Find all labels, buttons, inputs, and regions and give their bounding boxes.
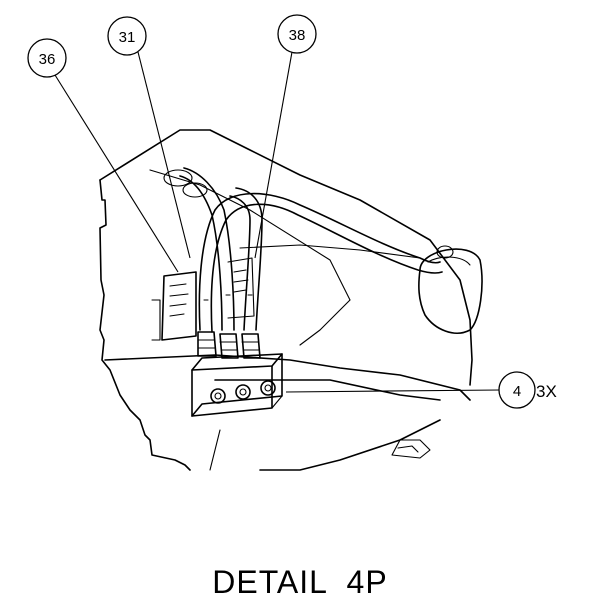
callout-38: 38 <box>277 14 317 54</box>
label-plate-rear <box>227 257 255 319</box>
callout-4: 4 <box>498 371 536 409</box>
manifold-block <box>191 353 283 417</box>
hose-fittings <box>197 331 261 359</box>
quantity-note: 3X <box>536 382 557 401</box>
leader-38 <box>254 51 293 259</box>
callout-31-label: 31 <box>119 29 136 46</box>
leader-31 <box>137 51 191 259</box>
callout-38-label: 38 <box>289 27 306 44</box>
leader-lines <box>54 51 501 393</box>
housing-body <box>99 129 473 471</box>
label-plate <box>161 271 197 341</box>
leader-4 <box>285 389 501 393</box>
callout-36-label: 36 <box>39 51 56 68</box>
callout-36: 36 <box>27 38 67 78</box>
detail-title: DETAIL 4P <box>212 564 387 600</box>
hydraulic-hoses <box>163 167 443 333</box>
callout-4-label: 4 <box>513 383 521 400</box>
mounting-boss <box>418 245 483 334</box>
callout-31: 31 <box>107 16 147 56</box>
leader-36 <box>54 74 179 273</box>
